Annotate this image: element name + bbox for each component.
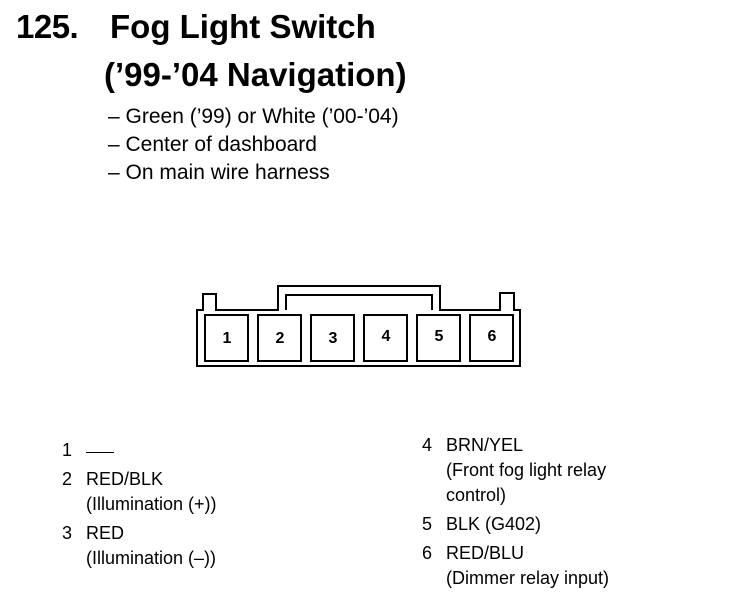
- cavity-2: [257, 314, 302, 362]
- note-color: – Green (’99) or White (’00-’04): [108, 105, 399, 128]
- cavity-label-3: 3: [329, 330, 338, 347]
- pinout-right-column: 4 BRN/YEL (Front fog light relay control…: [422, 433, 722, 593]
- cavity-label-1: 1: [223, 330, 232, 347]
- pin-row-5: 5 BLK (G402): [422, 512, 722, 537]
- wire-function: (Illumination (+)): [86, 494, 217, 514]
- pin-detail-3: (Illumination (–)): [62, 546, 392, 571]
- connector-lock-tab: [285, 294, 433, 310]
- wire-color: BLK (G402): [446, 514, 542, 534]
- pin-detail-2: (Illumination (+)): [62, 492, 392, 517]
- cavity-1: [204, 314, 249, 362]
- pin-row-2: 2 RED/BLK: [62, 467, 392, 492]
- wire-color: BRN/YEL: [446, 435, 524, 455]
- cavity-6: [469, 314, 514, 362]
- note-location: – Center of dashboard: [108, 133, 317, 156]
- pin-row-6: 6 RED/BLU: [422, 541, 722, 566]
- cavity-3: [310, 314, 355, 362]
- pin-row-4: 4 BRN/YEL: [422, 433, 722, 458]
- diagram-number: 125.: [16, 8, 79, 45]
- cavity-4: [363, 314, 408, 362]
- pin-number: 6: [422, 543, 433, 563]
- pin-detail-4a: (Front fog light relay: [422, 458, 722, 483]
- pin-number: 3: [62, 523, 73, 543]
- pin-detail-4b: control): [422, 483, 722, 508]
- wire-function: (Front fog light relay: [446, 460, 607, 480]
- diagram-subtitle: (’99-’04 Navigation): [104, 56, 407, 93]
- wire-color: RED: [86, 523, 125, 543]
- connector-notes: – Green (’99) or White (’00-’04) – Cente…: [108, 103, 399, 187]
- wire-function: control): [446, 485, 507, 505]
- cavity-label-5: 5: [435, 328, 444, 345]
- wire-color: RED/BLK: [86, 469, 164, 489]
- wire-color: RED/BLU: [446, 543, 525, 563]
- pin-row-3: 3 RED: [62, 521, 392, 546]
- connector-housing: [196, 285, 521, 367]
- pin-number: 5: [422, 514, 433, 534]
- cavity-label-2: 2: [276, 330, 285, 347]
- pin-detail-6: (Dimmer relay input): [422, 566, 722, 591]
- pin-number: 1: [62, 440, 73, 460]
- note-harness: – On main wire harness: [108, 161, 330, 184]
- cavity-label-4: 4: [382, 328, 391, 345]
- unused-pin-dash: [86, 452, 114, 453]
- pin-row-1: 1: [62, 438, 392, 463]
- wire-function: (Dimmer relay input): [446, 568, 610, 588]
- pin-number: 2: [62, 469, 73, 489]
- pin-number: 4: [422, 435, 433, 455]
- cavity-label-6: 6: [488, 328, 497, 345]
- pinout-left-column: 1 2 RED/BLK (Illumination (+)) 3 RED (Il…: [62, 438, 392, 588]
- cavity-5: [416, 314, 461, 362]
- diagram-title: Fog Light Switch: [110, 8, 376, 45]
- wire-function: (Illumination (–)): [86, 548, 217, 568]
